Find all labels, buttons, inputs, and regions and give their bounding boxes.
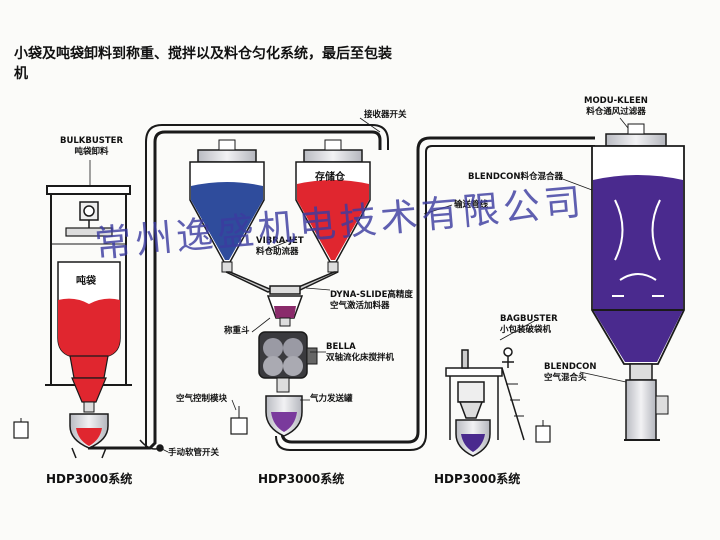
modu-kleen-label: MODU-KLEEN 料仓通风过滤器 <box>584 96 648 118</box>
conveying-pipes <box>88 124 595 451</box>
hdp3000-tank-right <box>455 419 491 457</box>
bagbuster-label: BAGBUSTER 小包装破袋机 <box>500 314 558 336</box>
conveying-line-label: 输送管线 <box>454 200 489 210</box>
modu-kleen-filter <box>605 123 667 147</box>
dyna-slide-label-cn: 空气激活加料器 <box>330 301 390 311</box>
bella-mixer <box>258 331 318 393</box>
storage-right-label: 存储仓 <box>315 172 345 183</box>
bulkbuster-hopper <box>71 377 107 413</box>
control-box-left <box>13 418 29 439</box>
bella-label-en: BELLA <box>326 342 356 352</box>
receiver-switch-label: 接收器开关 <box>364 110 407 120</box>
vibra-jet-label: VIBRA-JET 料仓助流器 <box>256 236 304 258</box>
dyna-slide-label-en: DYNA-SLIDE高精度 <box>330 290 413 300</box>
modu-kleen-label-cn: 料仓通风过滤器 <box>586 107 646 117</box>
blendcon-silo <box>591 145 685 441</box>
page-title: 小袋及吨袋卸料到称重、搅拌以及料仓匀化系统，最后至包装机 <box>14 46 392 82</box>
dyna-slide-label: DYNA-SLIDE高精度 空气激活加料器 <box>330 290 413 312</box>
bella-label-cn: 双轴流化床搅拌机 <box>326 353 395 363</box>
bulkbuster-label-cn: 吨袋卸料 <box>74 147 109 157</box>
hdp3000-tank-left <box>69 413 109 459</box>
dyna-slide-feeders <box>225 271 339 295</box>
hdp3000-tank-middle <box>265 395 303 437</box>
manual-hose-label: 手动软管开关 <box>168 448 220 458</box>
leader-lines <box>89 117 629 453</box>
blendcon-head-label-en: BLENDCON <box>544 362 597 372</box>
blendcon-head-label: BLENDCON 空气混合头 <box>544 362 596 384</box>
bagbuster-label-cn: 小包装破袋机 <box>500 325 552 335</box>
bulkbuster-label-en: BULKBUSTER <box>60 136 124 146</box>
system-label-left: HDP3000系统 <box>46 472 133 486</box>
weigh-hopper-label: 称重斗 <box>224 326 250 336</box>
storage-left-label: 存储仓 <box>208 172 238 183</box>
blendcon-head-label-cn: 空气混合头 <box>544 373 587 383</box>
vibra-jet-label-en: VIBRA-JET <box>256 236 304 246</box>
bagbuster-label-en: BAGBUSTER <box>500 314 558 324</box>
modu-kleen-label-en: MODU-KLEEN <box>584 96 648 106</box>
ton-bag <box>57 261 121 379</box>
bulkbuster-label: BULKBUSTER 吨袋卸料 <box>60 136 123 158</box>
ton-bag-label: 吨袋 <box>76 276 96 287</box>
blendcon-mixer-label: BLENDCON料仓混合器 <box>468 172 563 182</box>
storage-silo-left <box>189 139 265 273</box>
weigh-hopper <box>266 295 304 327</box>
system-label-right: HDP3000系统 <box>434 472 521 486</box>
bagbuster-station <box>445 347 525 441</box>
control-box-right <box>535 420 551 443</box>
vibra-jet-label-cn: 料仓助流器 <box>256 247 299 257</box>
storage-silo-right <box>295 139 371 273</box>
bulkbuster-frame <box>45 185 132 386</box>
pneumatic-tank-label: 气力发送罐 <box>310 394 353 404</box>
control-box-middle <box>230 406 248 435</box>
air-module-label: 空气控制模块 <box>176 394 228 404</box>
bella-label: BELLA 双轴流化床搅拌机 <box>326 342 394 364</box>
system-label-middle: HDP3000系统 <box>258 472 345 486</box>
